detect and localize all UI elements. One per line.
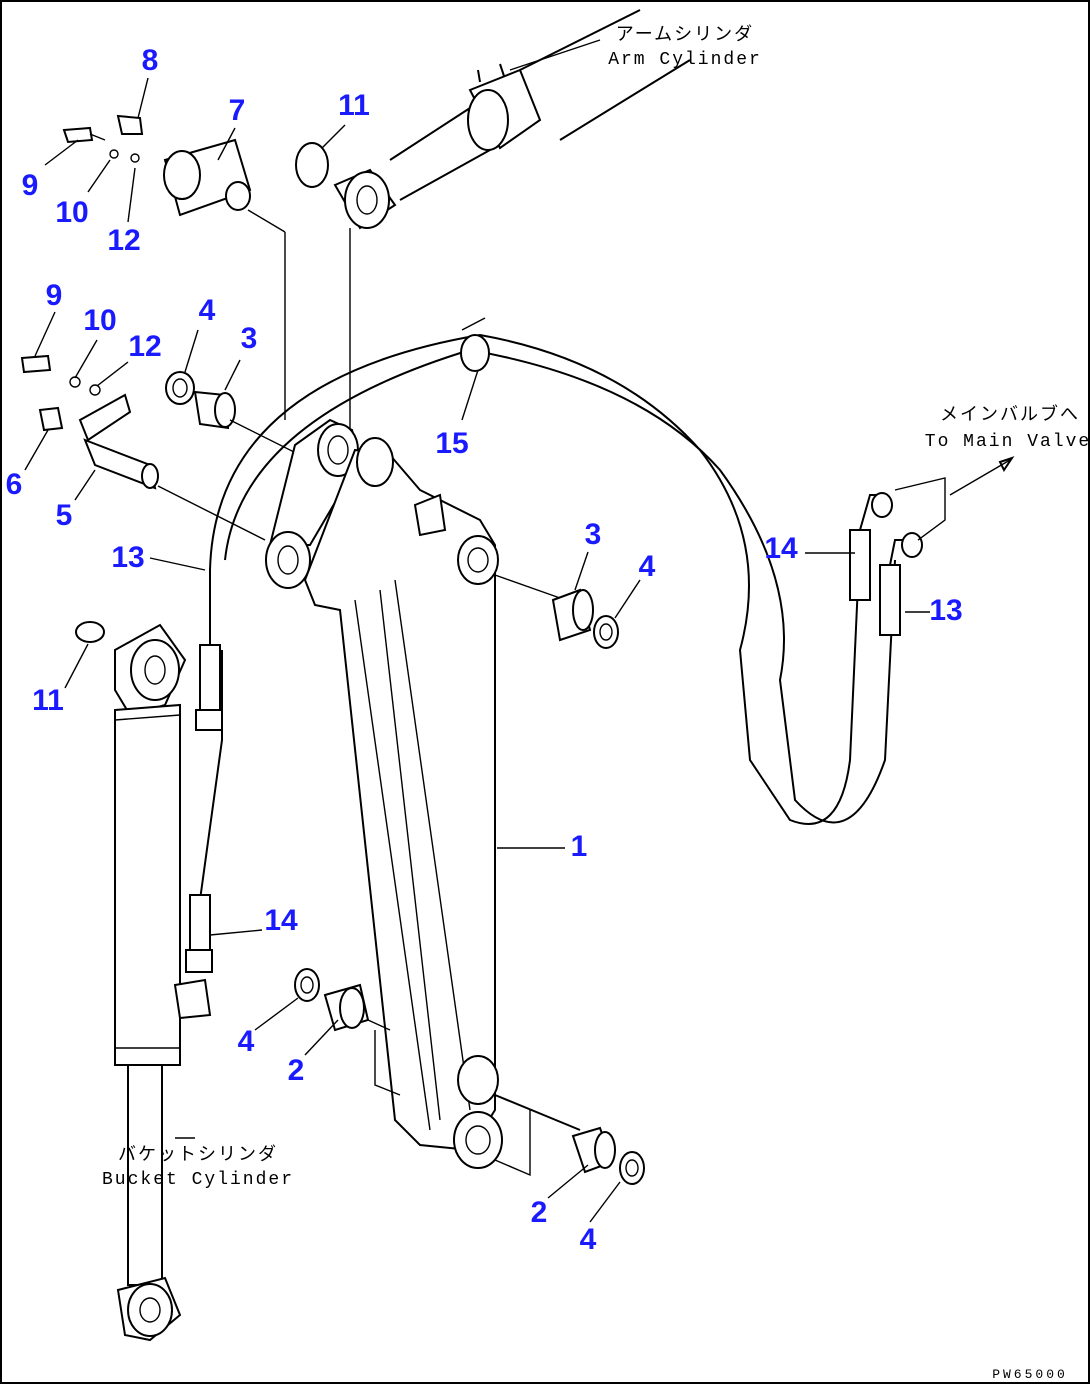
callout-5: 5 xyxy=(56,499,73,532)
callout-13: 13 xyxy=(111,541,144,574)
drawing-code: PW65000 xyxy=(992,1367,1068,1382)
bushings-upper xyxy=(165,142,421,516)
bucket-cylinder-caption-jp: バケットシリンダ xyxy=(118,1144,278,1166)
callout-8: 8 xyxy=(142,44,159,77)
main-valve-caption-jp: メインバルブへ xyxy=(940,403,1080,426)
bushings-lower xyxy=(294,968,401,1096)
callout-2: 2 xyxy=(531,1196,548,1229)
callout-2: 2 xyxy=(288,1054,305,1087)
callout-4: 4 xyxy=(199,294,216,327)
callout-3: 3 xyxy=(241,322,258,355)
arm-cylinder-caption-jp: アームシリンダ xyxy=(616,24,754,46)
callout-9: 9 xyxy=(22,169,39,202)
callout-15: 15 xyxy=(435,427,468,460)
callout-12: 12 xyxy=(128,330,161,363)
callout-6: 6 xyxy=(6,468,23,501)
callout-12: 12 xyxy=(107,224,140,257)
callout-14: 14 xyxy=(764,532,798,565)
callout-10: 10 xyxy=(83,304,116,337)
arm-body xyxy=(265,418,503,1169)
main-valve-caption-en: To Main Valve xyxy=(925,432,1090,452)
bucket-cylinder xyxy=(75,621,212,1342)
callout-11: 11 xyxy=(32,684,64,717)
callout-7: 7 xyxy=(229,94,246,127)
callout-4: 4 xyxy=(580,1223,597,1256)
callout-13: 13 xyxy=(929,594,962,627)
hoses xyxy=(185,317,1015,973)
bushings-right xyxy=(494,574,645,1185)
lower-pin-assembly xyxy=(20,354,266,541)
bucket-cylinder-caption-en: Bucket Cylinder xyxy=(102,1170,294,1190)
arm-cylinder-caption-en: Arm Cylinder xyxy=(608,50,762,70)
callout-3: 3 xyxy=(585,518,602,551)
callout-11: 11 xyxy=(338,89,370,122)
arm-cylinder xyxy=(333,9,691,440)
captions: アームシリンダ Arm Cylinder メインバルブへ To Main Val… xyxy=(102,24,1090,1382)
callout-labels: 8 7 11 9 10 12 9 10 12 4 3 15 6 5 13 3 4… xyxy=(6,44,963,1256)
callout-9: 9 xyxy=(46,279,63,312)
callout-14: 14 xyxy=(264,904,298,937)
callout-10: 10 xyxy=(55,196,88,229)
callout-4: 4 xyxy=(238,1025,255,1058)
callout-1: 1 xyxy=(571,830,588,863)
leader-lines xyxy=(24,39,930,1223)
upper-pin-assembly xyxy=(62,114,286,420)
callout-4: 4 xyxy=(639,550,656,583)
